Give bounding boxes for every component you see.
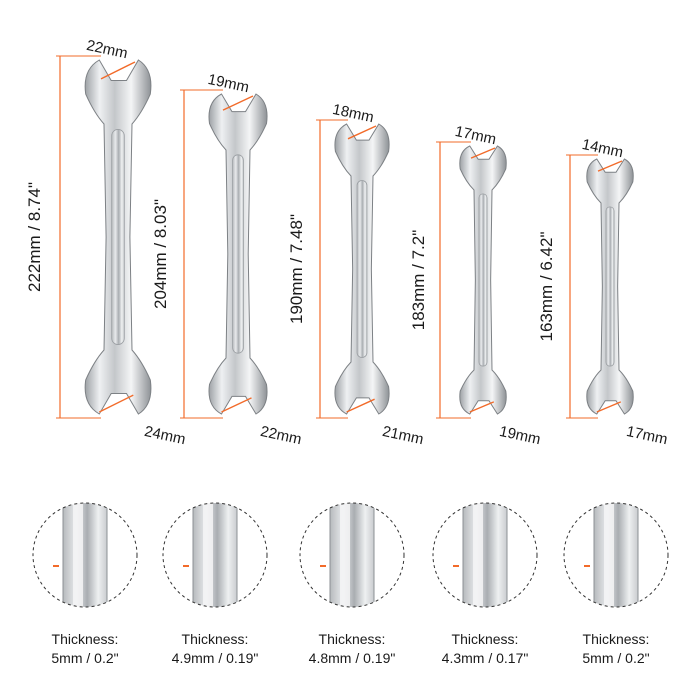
detail-circle-outline <box>32 502 138 608</box>
thickness-label: Thickness: <box>181 631 249 647</box>
length-dimension <box>180 89 223 419</box>
shank-channel <box>232 154 244 354</box>
detail-circle-outline <box>432 502 538 608</box>
length-label: 222mm / 8.74" <box>25 182 44 292</box>
length-dimension <box>436 141 471 419</box>
thickness-value: 4.8mm / 0.19" <box>308 650 396 666</box>
length-dimension <box>56 55 101 419</box>
detail-circle-outline <box>299 502 405 608</box>
jaw-size-marker <box>470 147 496 159</box>
wrench-4: 183mm / 7.2" 17mm 19mm <box>409 123 542 448</box>
wrench-5: 163mm / 6.42" 14mm 17mm <box>537 136 669 448</box>
thickness-value: 5mm / 0.2" <box>582 650 650 666</box>
thickness-detail-1 <box>32 502 138 608</box>
length-label: 163mm / 6.42" <box>537 232 556 342</box>
bottom-jaw-size-label: 21mm <box>381 423 425 448</box>
jaw-size-marker <box>347 125 377 140</box>
top-jaw-size-label: 18mm <box>331 101 375 126</box>
thickness-detail-row <box>32 502 669 608</box>
jaw-size-marker <box>469 401 495 413</box>
thickness-detail-4 <box>432 502 538 608</box>
thickness-value: 4.3mm / 0.17" <box>441 650 529 666</box>
bottom-jaw-size-label: 19mm <box>498 423 542 448</box>
thickness-caption-4: Thickness: 4.3mm / 0.17" <box>425 630 545 668</box>
thickness-caption-2: Thickness: 4.9mm / 0.19" <box>155 630 275 668</box>
thickness-label: Thickness: <box>51 631 119 647</box>
shank-channel <box>356 180 368 358</box>
jaw-size-marker <box>597 160 623 172</box>
wrench-edge <box>462 503 508 607</box>
thickness-caption-3: Thickness: 4.8mm / 0.19" <box>292 630 412 668</box>
wrench-edge <box>62 503 108 607</box>
jaw-size-marker <box>346 398 375 413</box>
thickness-caption-1: Thickness: 5mm / 0.2" <box>25 630 145 668</box>
thickness-value: 4.9mm / 0.19" <box>171 650 259 666</box>
wrench-1: 222mm / 8.74" 22mm 24mm <box>25 37 187 448</box>
detail-circle-outline <box>563 502 669 608</box>
top-jaw-size-label: 17mm <box>453 123 497 148</box>
top-jaw-size-label: 19mm <box>206 71 250 96</box>
jaw-size-marker <box>221 397 252 413</box>
thickness-value: 5mm / 0.2" <box>51 650 119 666</box>
thickness-label: Thickness: <box>318 631 386 647</box>
shank-channel <box>605 206 615 367</box>
wrench-edge <box>329 503 375 607</box>
thickness-detail-3 <box>299 502 405 608</box>
length-dimension <box>316 119 348 419</box>
length-label: 183mm / 7.2" <box>409 230 428 331</box>
length-label: 204mm / 8.03" <box>151 199 170 309</box>
shank-channel <box>478 193 488 367</box>
top-jaw-size-label: 14mm <box>580 136 624 161</box>
wrench-edge <box>593 503 639 607</box>
bottom-jaw-size-label: 22mm <box>259 423 303 448</box>
length-label: 190mm / 7.48" <box>287 214 306 324</box>
thickness-label: Thickness: <box>582 631 650 647</box>
thickness-label: Thickness: <box>451 631 519 647</box>
shank-channel <box>111 129 125 345</box>
jaw-size-marker <box>98 394 134 413</box>
bottom-jaw-size-label: 17mm <box>625 423 669 448</box>
wrench-edge <box>192 503 238 607</box>
thickness-caption-5: Thickness: 5mm / 0.2" <box>556 630 676 668</box>
jaw-size-marker <box>596 401 622 413</box>
thickness-detail-5 <box>563 502 669 608</box>
bottom-jaw-size-label: 24mm <box>143 423 187 448</box>
detail-circle-outline <box>162 502 268 608</box>
top-jaw-size-label: 22mm <box>85 37 129 62</box>
wrench-2: 204mm / 8.03" 19mm 22mm <box>151 71 303 448</box>
wrench-3: 190mm / 7.48" 18mm 21mm <box>287 101 425 448</box>
thickness-detail-2 <box>162 502 268 608</box>
jaw-size-marker <box>222 95 254 111</box>
length-dimension <box>566 154 598 419</box>
jaw-size-marker <box>100 61 136 80</box>
wrench-row: 222mm / 8.74" 22mm 24mm 204mm / 8.03" 19mm 22… <box>25 37 669 448</box>
